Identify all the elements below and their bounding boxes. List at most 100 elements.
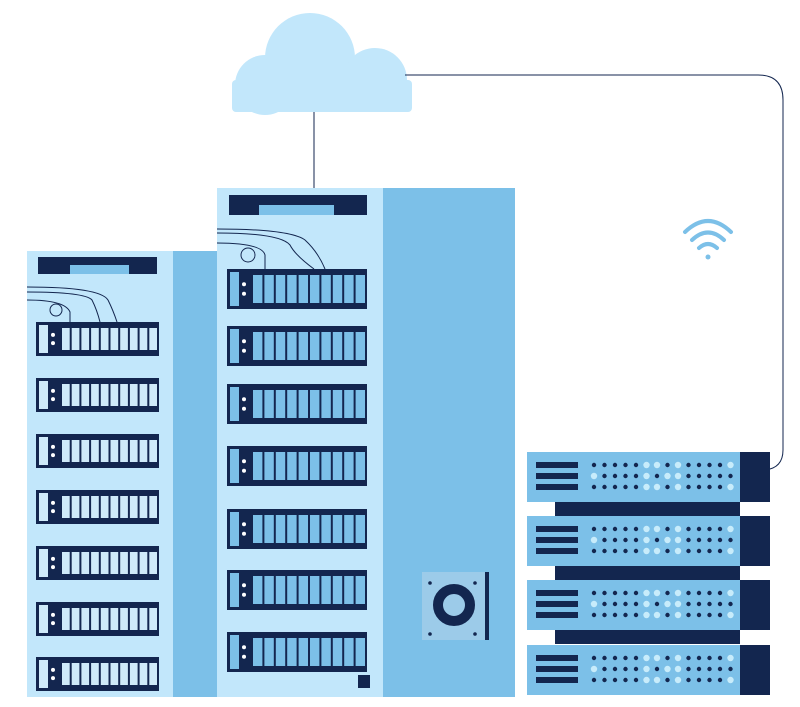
activity-led xyxy=(633,526,639,532)
drive-bay xyxy=(264,452,274,480)
status-led xyxy=(242,531,246,536)
drive-bay xyxy=(253,275,263,303)
rack-unit xyxy=(36,378,159,412)
drive-bay xyxy=(344,390,354,418)
drive-bay xyxy=(110,440,119,462)
drive-bay xyxy=(275,515,286,543)
rack-unit xyxy=(227,632,367,672)
wifi-icon xyxy=(683,219,733,260)
unit-frame xyxy=(227,326,367,366)
drive-bay xyxy=(81,384,90,406)
drive-bay xyxy=(298,515,308,543)
drive-bay xyxy=(332,452,343,480)
vent-slot xyxy=(536,537,578,543)
drive-bay xyxy=(62,663,70,685)
activity-led xyxy=(707,526,712,532)
drive-bay xyxy=(344,515,354,543)
activity-led-on xyxy=(653,611,661,619)
activity-led xyxy=(696,677,702,683)
drive-bay xyxy=(344,275,354,303)
drive-bay xyxy=(275,638,286,666)
drive-bay xyxy=(298,390,308,418)
drive-bay xyxy=(344,332,354,360)
drive-bay xyxy=(332,638,343,666)
activity-led xyxy=(591,677,597,683)
drive-bay xyxy=(62,552,70,574)
drive-bay xyxy=(81,496,90,518)
unit-back xyxy=(740,516,770,566)
drive-bay xyxy=(355,638,365,666)
activity-led-on xyxy=(643,472,650,480)
activity-led xyxy=(686,484,691,490)
activity-led xyxy=(686,537,691,543)
activity-led xyxy=(696,537,702,543)
drive-bay xyxy=(275,576,286,604)
status-led xyxy=(242,468,246,473)
activity-led-on xyxy=(643,547,650,555)
drive-slot xyxy=(230,635,239,669)
drive-slot xyxy=(39,437,48,465)
drive-bay xyxy=(298,275,308,303)
activity-led xyxy=(633,473,639,479)
drive-bay xyxy=(355,275,365,303)
activity-led xyxy=(717,462,723,468)
drive-slot xyxy=(230,449,239,483)
activity-led xyxy=(654,537,660,543)
activity-led-on xyxy=(643,611,650,619)
activity-led xyxy=(717,590,723,596)
activity-led xyxy=(612,601,618,607)
activity-led xyxy=(707,655,712,661)
activity-led xyxy=(623,526,628,532)
status-led xyxy=(242,654,246,659)
unit-frame xyxy=(227,570,367,610)
drive-slot xyxy=(230,272,239,306)
activity-led-on xyxy=(674,665,682,673)
rack-unit xyxy=(36,602,159,636)
activity-led xyxy=(707,666,712,672)
vent-slot xyxy=(536,526,578,532)
activity-led xyxy=(633,666,639,672)
activity-led-on xyxy=(653,461,661,469)
rack-unit xyxy=(36,546,159,580)
activity-led-on xyxy=(674,654,682,662)
activity-led xyxy=(612,590,618,596)
activity-led-on xyxy=(653,676,661,684)
drive-bay xyxy=(100,608,109,630)
drive-bay xyxy=(264,576,274,604)
drive-bay xyxy=(62,496,70,518)
activity-led xyxy=(612,548,618,554)
drive-bay xyxy=(110,552,119,574)
drive-bay xyxy=(100,384,109,406)
drive-bay xyxy=(264,638,274,666)
drive-bay xyxy=(110,328,119,350)
drive-bay xyxy=(149,328,157,350)
activity-led-on xyxy=(727,483,734,491)
activity-led-on xyxy=(727,611,734,619)
drive-bay xyxy=(149,608,157,630)
activity-led xyxy=(707,484,712,490)
vent-slot xyxy=(536,612,578,618)
drive-slot xyxy=(39,381,48,409)
activity-led xyxy=(633,655,639,661)
activity-led xyxy=(602,677,607,683)
drive-bay xyxy=(71,440,80,462)
activity-led-on xyxy=(674,483,682,491)
drive-bay xyxy=(332,332,343,360)
activity-led xyxy=(686,590,691,596)
activity-led xyxy=(717,612,723,618)
activity-led xyxy=(623,590,628,596)
drive-bay xyxy=(81,608,90,630)
activity-led xyxy=(612,666,618,672)
activity-led xyxy=(717,548,723,554)
activity-led xyxy=(633,612,639,618)
drive-bay xyxy=(332,515,343,543)
activity-led xyxy=(665,484,670,490)
rack-server-unit xyxy=(527,516,770,580)
vent-slot xyxy=(536,473,578,479)
drive-slot xyxy=(39,549,48,577)
rack-unit xyxy=(227,509,367,549)
unit-rail xyxy=(555,502,740,516)
drive-bay xyxy=(71,496,80,518)
activity-led xyxy=(591,462,597,468)
drive-bay xyxy=(62,608,70,630)
